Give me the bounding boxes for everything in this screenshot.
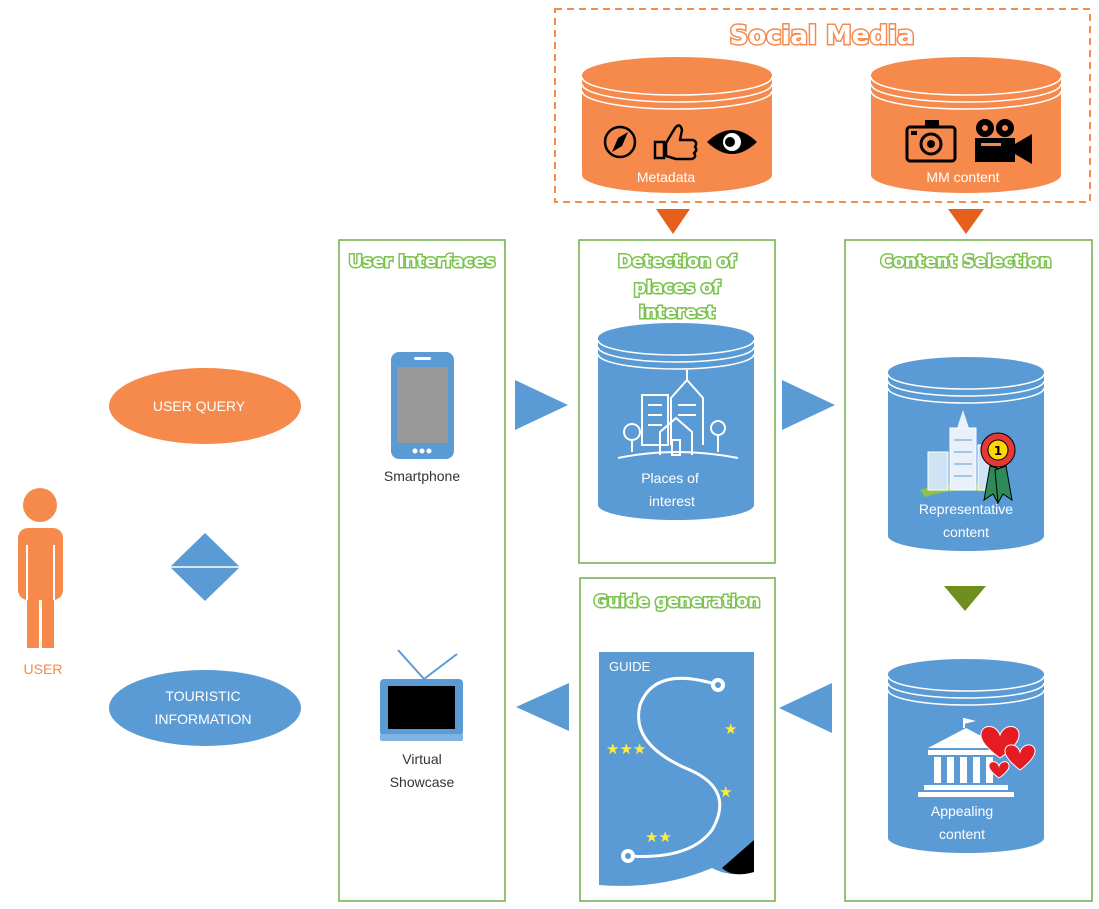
touristic-info-label-2: INFORMATION xyxy=(155,711,252,727)
svg-text:★: ★ xyxy=(724,720,737,738)
touristic-information-node: TOURISTIC INFORMATION xyxy=(109,670,301,746)
user-query-node: USER QUERY xyxy=(109,368,301,444)
guide-label: GUIDE xyxy=(609,659,651,674)
user-interfaces-box xyxy=(338,239,506,902)
mm-content-database: MM content xyxy=(870,57,1062,193)
metadata-label: Metadata xyxy=(637,169,696,185)
representative-label-2: content xyxy=(943,524,989,540)
ui-to-detection-arrow xyxy=(515,380,568,430)
museum-hearts-icon xyxy=(918,718,1036,797)
svg-text:★: ★ xyxy=(719,783,732,801)
thumbs-up-icon xyxy=(653,124,698,161)
mm-content-label: MM content xyxy=(926,169,999,185)
svg-text:★★: ★★ xyxy=(645,828,672,846)
detection-title-1: Detection of xyxy=(618,252,737,272)
metadata-down-arrow xyxy=(656,209,690,234)
detection-panel: Detection of places of interest xyxy=(578,239,776,564)
smartphone-label: Smartphone xyxy=(384,468,460,484)
user-query-label: USER QUERY xyxy=(153,398,246,414)
showcase-label-2: Showcase xyxy=(390,774,455,790)
representative-label-1: Representative xyxy=(919,501,1013,517)
award-buildings-icon: 1 xyxy=(920,410,1016,505)
eye-icon xyxy=(707,130,757,154)
guide-to-ui-arrow xyxy=(516,683,569,731)
content-selection-title: Content Selection xyxy=(880,252,1051,272)
compass-icon xyxy=(603,125,637,159)
social-media-group: Social Media Metadata xyxy=(554,8,1091,203)
appealing-label-2: content xyxy=(939,826,985,842)
metadata-database: Metadata xyxy=(581,57,773,193)
guide-generation-box xyxy=(579,577,776,902)
city-buildings-icon xyxy=(617,370,739,459)
mm-content-down-arrow xyxy=(948,209,984,234)
guide-generation-title: Guide generation xyxy=(594,592,760,612)
places-label-1: Places of xyxy=(641,470,699,486)
content-selection-box xyxy=(844,239,1093,902)
user-interfaces-panel: User Interfaces Smartphone Virtual Showc… xyxy=(338,239,506,902)
detection-box xyxy=(578,239,776,564)
places-label-2: interest xyxy=(649,493,695,509)
showcase-label-1: Virtual xyxy=(402,751,441,767)
video-camera-icon xyxy=(975,119,1032,164)
selection-to-guide-arrow xyxy=(779,683,832,733)
tv-icon xyxy=(380,649,463,741)
social-media-box xyxy=(554,8,1091,203)
svg-text:★★★: ★★★ xyxy=(606,740,646,758)
appealing-label-1: Appealing xyxy=(931,803,993,819)
guide-generation-panel: Guide generation ★★★ ★ ★ ★★ GUIDE xyxy=(579,577,776,902)
touristic-info-label-1: TOURISTIC xyxy=(165,688,240,704)
content-selection-panel: Content Selection 1 Representative cont xyxy=(844,239,1093,902)
guide-map-icon: ★★★ ★ ★ ★★ xyxy=(599,652,754,886)
detection-to-selection-arrow xyxy=(782,380,835,430)
representative-to-appealing-arrow xyxy=(944,586,986,611)
places-of-interest-database xyxy=(597,323,755,520)
camera-icon xyxy=(905,120,957,163)
social-media-title: Social Media xyxy=(730,21,915,51)
user-interfaces-title: User Interfaces xyxy=(349,252,496,272)
user-figure xyxy=(18,488,63,648)
detection-title-2: places of xyxy=(634,278,721,298)
svg-text:1: 1 xyxy=(994,444,1002,458)
exchange-diamond xyxy=(170,533,240,601)
detection-title-3: interest xyxy=(639,303,715,323)
user-label: USER xyxy=(24,661,63,677)
smartphone-icon xyxy=(391,352,454,459)
